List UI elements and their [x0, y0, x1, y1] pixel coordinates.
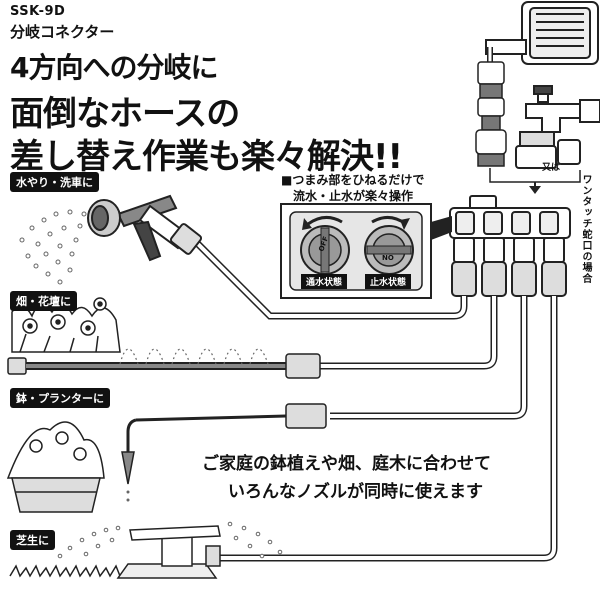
soaker-hose [7, 348, 321, 379]
headline-2: 面倒なホースの [10, 94, 240, 134]
model-number: SSK-9D [10, 4, 66, 19]
inset-title-line-2: 流水・止水が楽々操作 [293, 189, 414, 203]
use-label-planter: 鉢・プランターに [10, 388, 110, 408]
product-name: 分岐コネクター [10, 23, 115, 41]
inset-title-line-1: ■つまみ部をひねるだけで [281, 173, 425, 187]
or-label: 又は [542, 163, 561, 173]
hose-reel [485, 1, 599, 65]
sprinkler-water [57, 521, 283, 559]
hose-lines [187, 233, 558, 562]
sprinkler [0, 525, 600, 579]
caption: ご家庭の鉢植えや畑、庭木に合わせて いろんなノズルが同時に使えます [202, 450, 491, 506]
planter [6, 421, 105, 513]
drip-line [121, 403, 327, 502]
flower-bed [11, 297, 121, 353]
caption-line-1: ご家庭の鉢植えや畑、庭木に合わせて [202, 454, 491, 474]
one-touch-faucet-note: ワンタッチ蛇口の場合 [580, 174, 591, 284]
dial-on-text: NO [382, 254, 394, 262]
headline-3: 差し替え作業も楽々解決!! [10, 137, 403, 177]
open-state-label: 通水状態 [301, 274, 348, 289]
closed-state-label: 止水状態 [365, 274, 412, 289]
use-label-garden: 畑・花壇に [10, 291, 77, 311]
spray-gun [87, 194, 203, 262]
use-label-watering: 水やり・洗車に [10, 172, 99, 192]
spray-droplets [19, 209, 87, 285]
inset-box [280, 203, 452, 299]
use-label-lawn: 芝生に [10, 530, 55, 550]
headline-1: 4方向への分岐に [10, 51, 218, 84]
faucet [515, 85, 600, 169]
splitter-body [449, 195, 571, 297]
inset-title: ■つまみ部をひねるだけで 流水・止水が楽々操作 [281, 172, 424, 204]
reel-connector [475, 61, 507, 167]
caption-line-2: いろんなノズルが同時に使えます [228, 482, 483, 502]
